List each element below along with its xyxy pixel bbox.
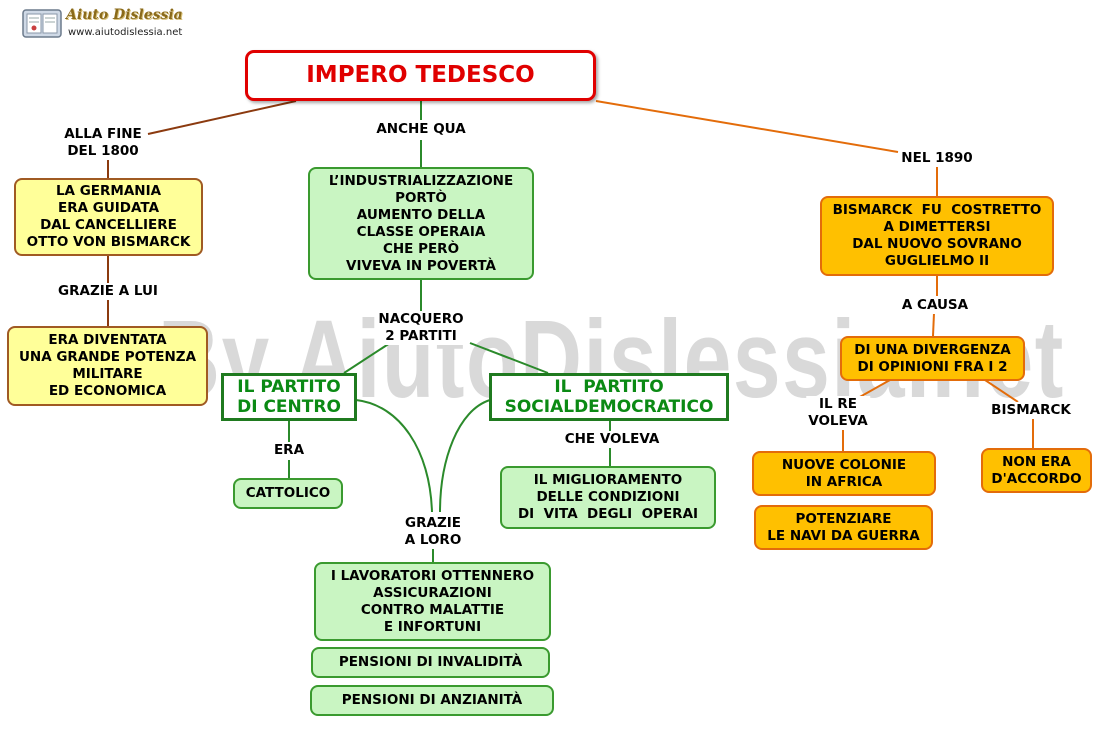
label-era: ERA — [271, 442, 307, 459]
text-line: D'ACCORDO — [991, 470, 1082, 487]
text-line: GUGLIELMO II — [884, 253, 990, 269]
text-line: NUOVE COLONIE — [781, 456, 907, 473]
text-line: ASSICURAZIONI — [373, 584, 492, 601]
text-line: NON ERA — [1002, 453, 1071, 470]
text-line: DAL CANCELLIERE — [40, 217, 177, 233]
text-line: I LAVORATORI OTTENNERO — [330, 567, 535, 584]
text-line: SOCIALDEMOCRATICO — [504, 397, 714, 417]
text-line: DI UNA DIVERGENZA — [854, 341, 1011, 358]
label-bismarck: BISMARCK — [989, 402, 1073, 419]
text-line: IL PARTITO — [237, 377, 341, 397]
text-line: E INFORTUNI — [383, 618, 482, 635]
text-line: CHE VOLEVA — [564, 431, 660, 447]
text-line: L’INDUSTRIALIZZAZIONE — [328, 172, 514, 189]
label-che-voleva: CHE VOLEVA — [562, 431, 662, 448]
text-line: A CAUSA — [901, 297, 969, 313]
connector-causa-divergenza — [932, 312, 935, 337]
logo-title: Aiuto Dislessia — [66, 7, 183, 23]
connector-centro-grazie — [355, 399, 433, 513]
box-cattolico: CATTOLICO — [233, 478, 343, 509]
text-line: MILITARE — [72, 366, 143, 382]
text-line: DELLE CONDIZIONI — [536, 489, 680, 505]
text-line: ANCHE QUA — [376, 121, 466, 137]
text-line: BISMARCK FU COSTRETTO — [832, 202, 1042, 218]
text-line: 2 PARTITI — [385, 328, 457, 344]
text-line: A DIMETTERSI — [883, 219, 991, 235]
text-line: LA GERMANIA — [55, 183, 162, 199]
text-line: IL PARTITO — [554, 377, 664, 397]
text-line: ED ECONOMICA — [48, 383, 167, 399]
text-line: ALLA FINE — [64, 126, 142, 142]
text-line: CONTRO MALATTIE — [360, 601, 505, 618]
text-line: OTTO VON BISMARCK — [26, 234, 191, 250]
text-line: BISMARCK — [991, 402, 1071, 418]
text-line: PENSIONI DI INVALIDITÀ — [338, 654, 523, 670]
text-line: ERA DIVENTATA — [48, 332, 167, 348]
text-line: PORTÒ — [395, 189, 447, 206]
text-line: A LORO — [404, 532, 462, 548]
text-line: NACQUERO — [378, 311, 464, 327]
box-pensioni-anzianita: PENSIONI DI ANZIANITÀ — [310, 685, 554, 716]
label-anche-qua: ANCHE QUA — [374, 121, 468, 138]
text-line: DEL 1800 — [67, 143, 139, 159]
text-line: POTENZIARE — [795, 510, 892, 527]
text-line: AUMENTO DELLA — [356, 206, 486, 223]
label-nel-1890: NEL 1890 — [899, 150, 975, 167]
text-line: GRAZIE — [405, 515, 461, 531]
text-line: UNA GRANDE POTENZA — [18, 349, 197, 365]
text-line: VOLEVA — [808, 413, 868, 429]
label-grazie-a-lui: GRAZIE A LUI — [56, 283, 160, 300]
text-line: PENSIONI DI ANZIANITÀ — [341, 692, 523, 708]
text-line: IN AFRICA — [805, 473, 883, 490]
text-line: DI CENTRO — [237, 397, 341, 417]
text-line: ERA — [273, 442, 305, 458]
title-text: IMPERO TEDESCO — [306, 62, 535, 88]
text-line: IL MIGLIORAMENTO — [533, 472, 683, 488]
text-line: GRAZIE A LUI — [58, 283, 158, 299]
text-line: DAL NUOVO SOVRANO — [852, 236, 1022, 252]
box-pensioni-invalidita: PENSIONI DI INVALIDITÀ — [311, 647, 550, 678]
text-line: DI OPINIONI FRA I 2 — [857, 358, 1008, 375]
text-line: DI VITA DEGLI OPERAI — [517, 506, 699, 522]
logo-url: www.aiutodislessia.net — [68, 27, 183, 38]
connector-nacquero-centro — [343, 342, 391, 374]
text-line: CATTOLICO — [245, 485, 331, 501]
connector-title-right — [595, 100, 899, 153]
text-line: IL RE — [819, 396, 857, 412]
text-line: LE NAVI DA GUERRA — [767, 527, 920, 544]
text-line: CLASSE OPERAIA — [356, 223, 486, 240]
connector-title-left — [147, 100, 297, 135]
logo[interactable]: Aiuto Dislessia www.aiutodislessia.net — [22, 5, 183, 43]
text-line: ERA GUIDATA — [57, 200, 160, 216]
text-line: VIVEVA IN POVERTÀ — [346, 257, 496, 274]
connector-divergenza-bismarck — [984, 379, 1019, 403]
title-box: IMPERO TEDESCO — [245, 50, 596, 101]
label-a-causa: A CAUSA — [899, 297, 971, 314]
connector-social-grazie — [439, 399, 491, 513]
text-line: NEL 1890 — [901, 150, 973, 166]
book-icon — [22, 9, 62, 38]
connector-nacquero-social — [469, 342, 549, 374]
text-line: CHE PERÒ — [382, 240, 460, 257]
connector-divergenza-re — [857, 379, 891, 399]
